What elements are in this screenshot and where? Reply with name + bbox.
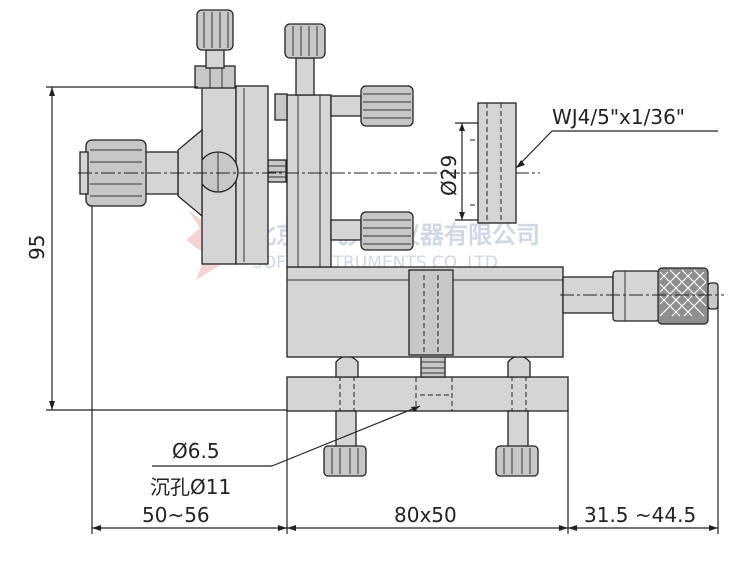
top-screw-heads <box>335 355 531 378</box>
post-set-screws <box>267 159 287 183</box>
micrometer <box>560 267 724 325</box>
hole-dia-label: Ø6.5 <box>172 439 220 463</box>
post-top-screw <box>284 23 326 96</box>
left-dim-label: 50~56 <box>142 503 210 527</box>
height-dim-label: 95 <box>25 235 49 260</box>
base-dim-label: 80x50 <box>394 503 457 527</box>
bottom-dimensions: 50~56 80x50 31.5 ~44.5 <box>91 206 719 534</box>
lower-screw-left <box>323 410 367 477</box>
hole-callout: Ø6.5 沉孔Ø11 <box>150 405 421 499</box>
bore-diameter-dimension: Ø29 <box>437 122 478 221</box>
thread-spec-label: WJ4/5"x1/36" <box>552 105 685 129</box>
counterbore-label: 沉孔Ø11 <box>150 475 231 499</box>
bore-diameter-label: Ø29 <box>437 155 461 196</box>
right-lower-screw <box>330 211 414 251</box>
right-upper-screw <box>330 85 414 127</box>
height-dimension: 95 <box>25 86 287 411</box>
mount-top-screw <box>196 9 234 69</box>
thread-flange <box>470 102 517 224</box>
right-dim-label: 31.5 ~44.5 <box>584 503 696 527</box>
stage-block <box>286 266 564 358</box>
lower-screw-right <box>495 410 539 477</box>
thread-callout: WJ4/5"x1/36" <box>515 105 718 169</box>
